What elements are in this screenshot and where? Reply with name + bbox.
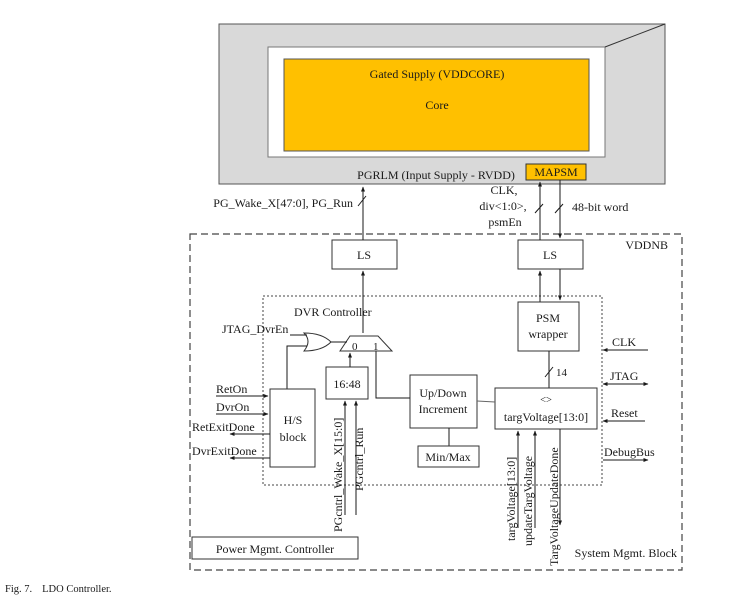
core-title: Gated Supply (VDDCORE) [370,67,505,81]
vertical-signal-pgcntrl-wake: PGcntrl_Wake_X[15:0] [331,418,345,532]
power-mgmt-controller-label: Power Mgmt. Controller [216,542,334,556]
wire-updown-to-targ [476,400,496,403]
ls-left-label: LS [357,248,371,262]
left-signal-dvron: DvrOn [216,400,249,414]
figure-caption: Fig. 7. LDO Controller. [5,584,112,595]
bus-slash [554,203,564,214]
vddnb-label: VDDNB [625,238,668,252]
power-mgmt-controller-block [191,536,359,560]
bus-slash [534,203,544,214]
core-block [283,58,590,152]
vertical-signal-targ-voltage: targVoltage[13:0] [504,457,518,541]
updown-increment-block [409,374,478,429]
mapsm-label: MAPSM [534,165,578,179]
pgrlm-block: Gated Supply (VDDCORE) Core PGRLM (Input… [218,23,666,185]
core-label: Core [425,98,448,112]
wire-hs-to-or [286,345,307,389]
clk-signal-label-3: psmEn [488,215,521,229]
level-shifter-right [517,239,584,270]
hs-block-label-2: block [280,430,307,444]
register-symbol: <> [540,395,552,406]
left-signal-retexitdone: RetExitDone [192,420,255,434]
clk-signal-label-2: div<1:0>, [479,199,526,213]
pgrlm-label: PGRLM (Input Supply - RVDD) [357,168,515,182]
psm-wrapper-block [517,301,580,352]
hs-block [269,388,316,468]
right-signal-jtag: JTAG [610,369,639,383]
bus-width-label: 14 [556,367,568,379]
or-gate [302,332,332,352]
mux-input-1-label: 1 [373,341,379,353]
figure-title: LDO Controller. [42,584,112,595]
right-signal-clk: CLK [612,335,636,349]
bus-slash [544,366,554,378]
ls-right-label: LS [543,248,557,262]
minmax-label: Min/Max [425,450,470,464]
updown-label-2: Increment [419,402,468,416]
vertical-signal-pgcntrl-run: PGcntrl_Run [352,428,366,491]
hs-block-label-1: H/S [284,413,303,427]
perspective-edge [604,23,666,48]
targ-voltage-label: targVoltage[13:0] [504,410,588,424]
bus-slash [357,195,367,207]
left-signal-reton: RetOn [216,382,247,396]
mux [339,335,394,352]
mapsm-block [525,163,587,181]
dvr-controller-region [262,295,603,486]
targ-voltage-register [494,387,598,430]
dvr-controller-label: DVR Controller [294,305,372,319]
vertical-signal-targ-done: TargVoltageUpdateDone [547,447,561,566]
minmax-block [417,445,480,468]
psm-wrapper-label-1: PSM [536,311,560,325]
system-mgmt-block-label: System Mgmt. Block [575,546,677,560]
vddnb-region [189,233,683,571]
clk-signal-label-1: CLK, [491,183,518,197]
updown-label-1: Up/Down [419,386,466,400]
figure-number: Fig. 7. [5,584,33,595]
jtag-dvren-label: JTAG_DvrEn [222,322,288,336]
expander-label: 16:48 [333,377,360,391]
word-signal-label: 48-bit word [572,200,628,214]
mux-input-0-label: 0 [352,341,358,353]
left-signal-dvrexitdone: DvrExitDone [192,444,257,458]
right-signal-debugbus: DebugBus [604,445,655,459]
right-signal-reset: Reset [611,406,638,420]
psm-wrapper-label-2: wrapper [528,327,567,341]
pg-wake-signal-label: PG_Wake_X[47:0], PG_Run [213,196,353,210]
level-shifter-left [331,239,398,270]
wire-updown-to-mux [374,344,410,399]
expander-16-48 [325,366,369,400]
vertical-signal-update-targ: updateTargVoltage [521,456,535,546]
